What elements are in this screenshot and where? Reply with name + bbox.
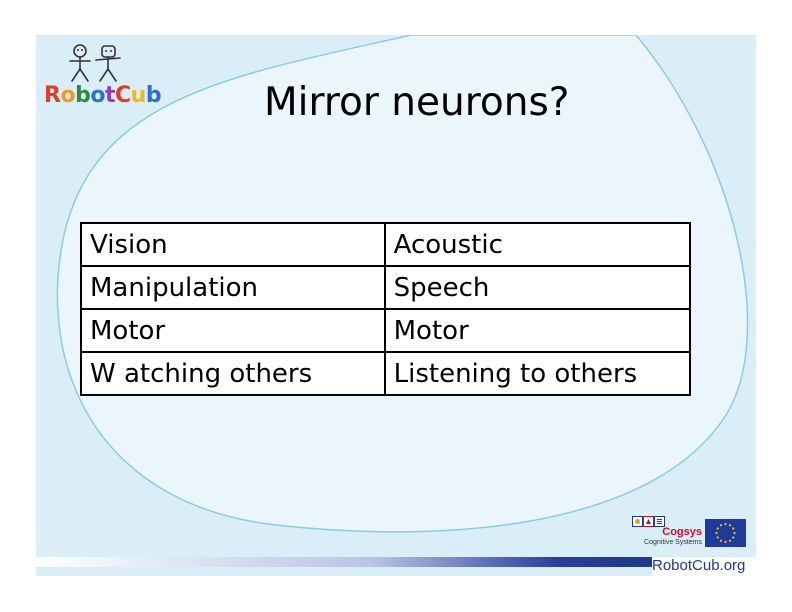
robotcub-logo: RobotCub [44,43,162,113]
eu-star [724,522,727,526]
eu-star [732,527,735,530]
cogsys-name: Cogsys [662,526,702,538]
eu-star [732,536,735,539]
cogsys-logo: Cogsys Cognitive Systems [632,516,702,550]
logo-letter: o [60,83,76,108]
robotcub-wordmark: RobotCub [44,83,162,108]
table-cell: Acoustic [383,222,692,267]
robot-cub-figures-icon [69,44,121,82]
logo-letter: C [114,83,131,108]
eu-star [719,524,723,527]
cogsys-logo-icon [632,516,665,527]
logo-letter: b [75,83,91,108]
table-cell: W atching others [80,351,386,396]
eu-star [724,540,727,544]
logo-letter: o [90,83,105,108]
eu-star [719,539,723,542]
logo-letter: t [104,83,116,108]
eu-star [716,536,719,539]
logo-letter: b [145,83,162,108]
table-cell: Motor [383,308,692,353]
table-cell: Listening to others [383,351,692,396]
table-cell: Vision [80,222,386,267]
table-cell: Motor [80,308,386,353]
cogsys-subtitle: Cognitive Systems [644,539,702,546]
eu-flag-icon [705,519,746,547]
eu-star [728,539,732,542]
logo-letter: R [44,83,61,108]
eu-star [715,531,718,535]
table-cell: Manipulation [80,265,386,310]
footer-gradient-bar [36,557,756,576]
footer-website-label: RobotCub.org [652,557,746,574]
table-cell: Speech [383,265,692,310]
eu-star [733,531,736,535]
eu-star [716,527,719,530]
eu-star [728,524,732,527]
logo-letter: u [130,83,147,108]
slide-title: Mirror neurons? [264,80,570,125]
